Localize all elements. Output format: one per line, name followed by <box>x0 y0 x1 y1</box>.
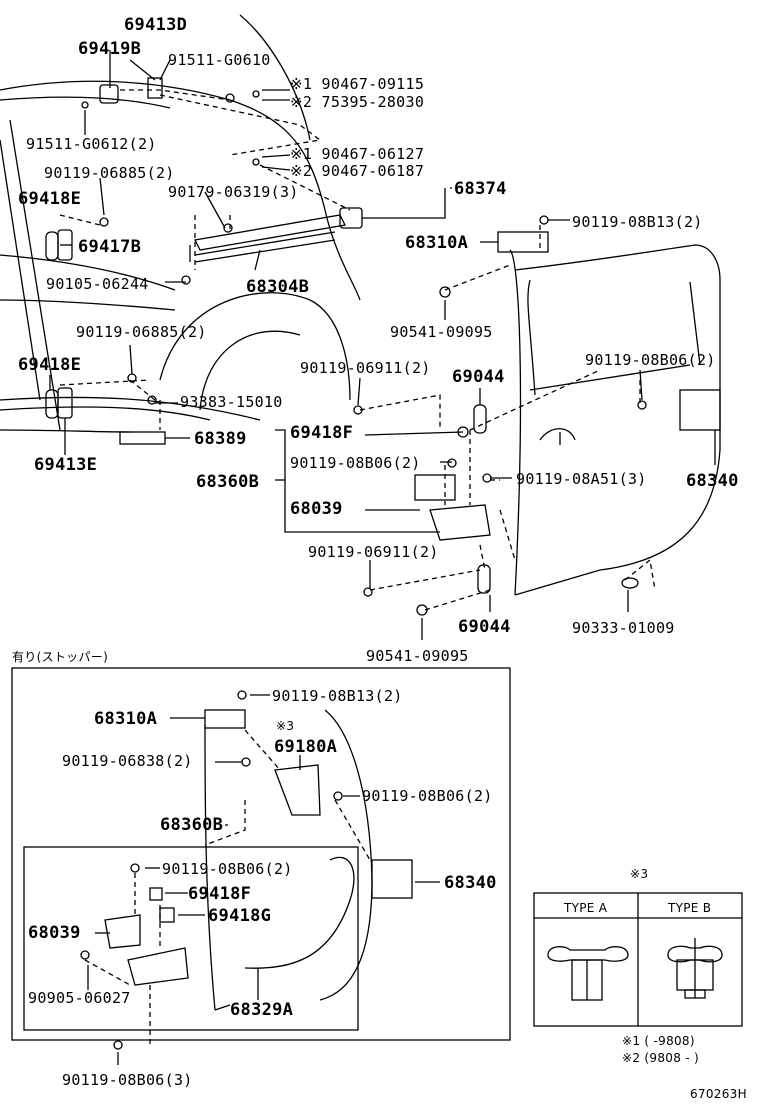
label-68360B-a: 68360B <box>196 472 260 492</box>
inset-dashes <box>84 729 371 1045</box>
drawing-code: 670263H <box>690 1087 747 1101</box>
bracket-69413D <box>147 77 163 99</box>
pad-69044-b <box>477 564 491 594</box>
label-90179-06319: 90179-06319(3) <box>168 183 299 201</box>
inset-door-lock-68340 <box>371 859 413 899</box>
label-90119-06838: 90119-06838(2) <box>62 752 193 770</box>
label-90467-06187: ※2 90467-06187 <box>290 162 425 180</box>
type-a-header: TYPE A <box>564 901 608 915</box>
label-68340-b: 68340 <box>444 873 497 893</box>
label-90119-08B06-d: 90119-08B06(2) <box>162 860 293 878</box>
label-note3: ※3 <box>276 719 295 733</box>
label-69419B: 69419B <box>78 39 142 59</box>
door-lock-68340-a <box>679 389 721 431</box>
label-68389: 68389 <box>194 429 247 449</box>
lower-roller-68360B <box>429 504 491 541</box>
label-90119-08B13-a: 90119-08B13(2) <box>572 213 703 231</box>
bracket-69413E <box>57 387 73 419</box>
label-90119-06911-b: 90119-06911(2) <box>308 543 439 561</box>
footnote-2: ※2 (9808 - ) <box>622 1051 699 1065</box>
clip-type-a-icon <box>547 946 629 1001</box>
label-90119-08B06-c: 90119-08B06(2) <box>362 787 493 805</box>
cap-90541-a <box>439 286 451 298</box>
cap-90541-b <box>416 604 428 616</box>
upper-rail-68304B <box>189 214 346 263</box>
stopper-inset-frame <box>11 667 511 1041</box>
label-90905-06027: 90905-06027 <box>28 989 131 1007</box>
clip-type-b-icon <box>667 938 723 999</box>
label-69180A: 69180A <box>274 737 338 757</box>
label-90105-06244: 90105-06244 <box>46 275 149 293</box>
label-68329A: 68329A <box>230 1000 294 1020</box>
label-69417B: 69417B <box>78 237 142 257</box>
label-69044-a: 69044 <box>452 367 505 387</box>
label-68304B: 68304B <box>246 277 310 297</box>
label-68374: 68374 <box>454 179 507 199</box>
leader-dashes <box>59 89 656 611</box>
stopper-69180A <box>274 764 321 816</box>
label-90119-06885-a: 90119-06885(2) <box>44 164 175 182</box>
label-68039-a: 68039 <box>290 499 343 519</box>
stopper-heading: 有り(ストッパー) <box>12 650 109 664</box>
type-b-header: TYPE B <box>668 901 712 915</box>
label-68360B-b: 68360B <box>160 815 224 835</box>
inset-pad-69418F <box>149 887 163 901</box>
label-68310A-b: 68310A <box>94 709 158 729</box>
label-90119-08B06-b: 90119-08B06(2) <box>290 454 421 472</box>
pad-69418E-a <box>45 231 59 261</box>
label-91511-G0610: 91511-G0610 <box>168 51 271 69</box>
inset-roller-68360B <box>127 947 189 986</box>
arm-68039 <box>414 474 456 501</box>
label-90119-08A51: 90119-08A51(3) <box>516 470 647 488</box>
label-69413D: 69413D <box>124 15 188 35</box>
label-69418G: 69418G <box>208 906 272 926</box>
inset-leaders <box>87 694 440 1065</box>
bracket-68389 <box>119 431 166 445</box>
inset-pad-69418G <box>159 907 175 923</box>
bracket-69419B <box>99 84 119 104</box>
label-90541-09095-b: 90541-09095 <box>366 647 469 665</box>
label-90119-06911-a: 90119-06911(2) <box>300 359 431 377</box>
inset-roller-68310A <box>204 709 246 729</box>
label-69418E-b: 69418E <box>18 355 82 375</box>
sliding-door-outline <box>509 244 721 596</box>
label-69418F-a: 69418F <box>290 423 354 443</box>
pad-69044-a <box>473 404 487 434</box>
label-90467-09115: ※1 90467-09115 <box>290 75 425 93</box>
footnote-1: ※1 ( -9808) <box>622 1034 695 1048</box>
label-69418E-a: 69418E <box>18 189 82 209</box>
label-90333-01009: 90333-01009 <box>572 619 675 637</box>
leader-lines <box>49 50 716 640</box>
label-69418F-b: 69418F <box>188 884 252 904</box>
label-90467-06127: ※1 90467-06127 <box>290 145 425 163</box>
label-91511-G0612: 91511-G0612(2) <box>26 135 157 153</box>
plug-90333-01009 <box>621 577 639 589</box>
label-68310A-a: 68310A <box>405 233 469 253</box>
label-68039-b: 68039 <box>28 923 81 943</box>
inset-arm-68039 <box>104 914 141 949</box>
label-90119-08B06-a: 90119-08B06(2) <box>585 351 716 369</box>
label-69044-b: 69044 <box>458 617 511 637</box>
legend-note3: ※3 <box>630 867 649 881</box>
label-90119-08B06-e: 90119-08B06(3) <box>62 1071 193 1089</box>
label-75395-28030: ※2 75395-28030 <box>290 93 425 111</box>
stopper-subassembly-frame <box>23 846 359 1031</box>
label-69413E: 69413E <box>34 455 98 475</box>
cable-68329A <box>244 856 355 969</box>
label-68340-a: 68340 <box>686 471 739 491</box>
label-90119-06885-b: 90119-06885(2) <box>76 323 207 341</box>
label-90119-08B13-b: 90119-08B13(2) <box>272 687 403 705</box>
label-93383-15010: 93383-15010 <box>180 393 283 411</box>
label-90541-09095-a: 90541-09095 <box>390 323 493 341</box>
